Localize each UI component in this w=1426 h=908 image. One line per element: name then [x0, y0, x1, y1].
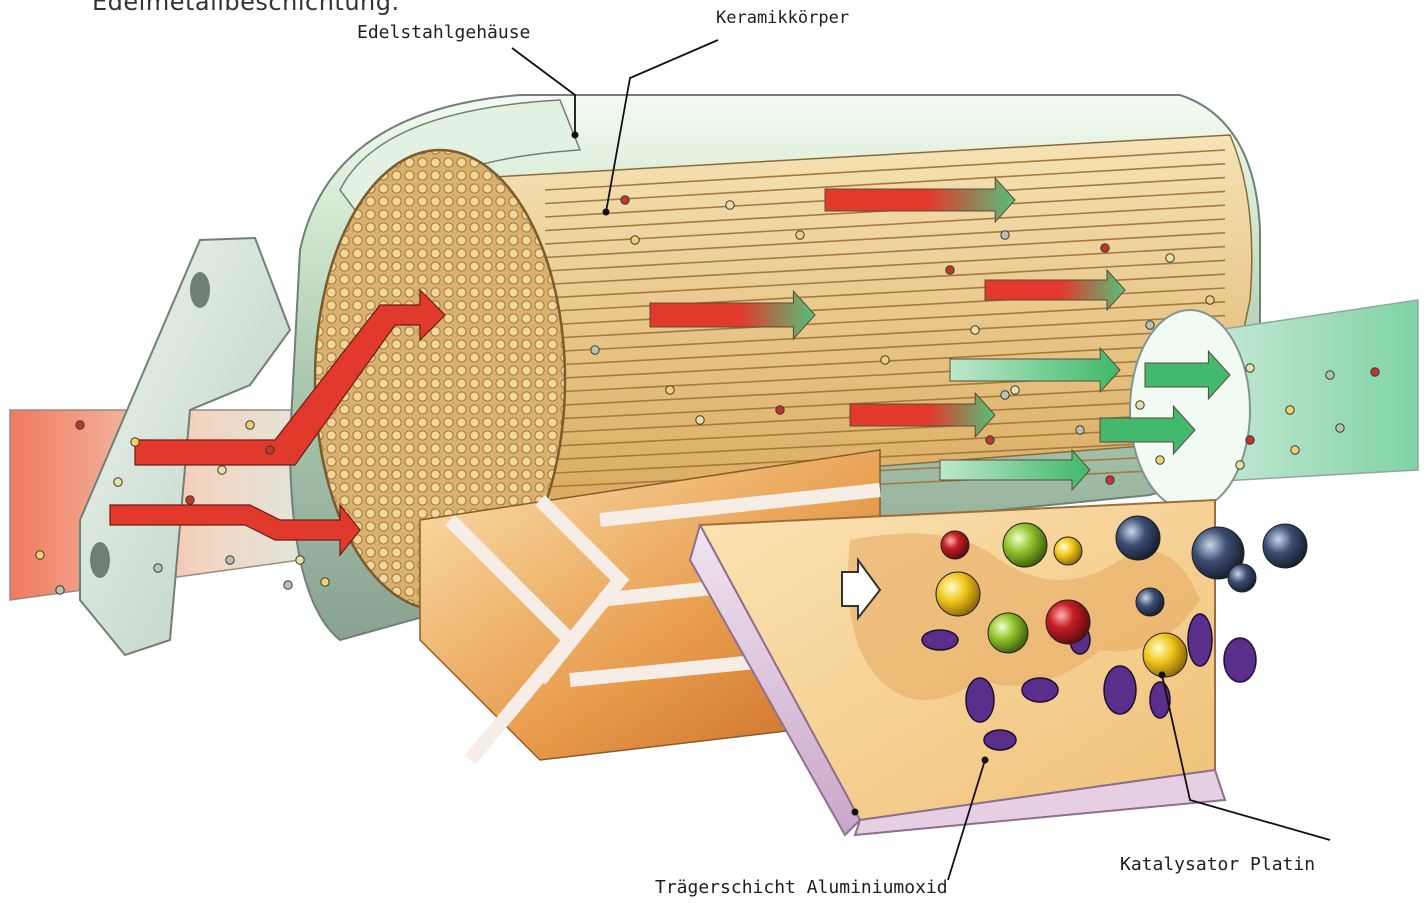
gas-molecule [1236, 461, 1244, 469]
gas-molecule [284, 581, 292, 589]
gas-molecule [881, 356, 889, 364]
gas-molecule [1246, 364, 1254, 372]
gas-molecule [266, 446, 274, 454]
reaction-molecule [1003, 523, 1047, 567]
gas-molecule [1326, 371, 1334, 379]
reaction-molecule [1228, 564, 1256, 592]
reaction-molecule [1046, 600, 1090, 644]
platinum-particle [984, 730, 1016, 750]
gas-molecule [186, 496, 194, 504]
gas-molecule [1286, 406, 1294, 414]
reaction-molecule [1054, 537, 1082, 565]
gas-molecule [246, 421, 254, 429]
gas-molecule [1001, 391, 1009, 399]
gas-molecule [726, 201, 734, 209]
platinum-particle [966, 678, 994, 722]
label-carrier-layer: Trägerschicht Aluminiumoxid [655, 877, 948, 898]
gas-molecule [631, 236, 639, 244]
gas-molecule [36, 551, 44, 559]
gas-molecule [776, 406, 784, 414]
gas-molecule [296, 556, 304, 564]
gas-molecule [986, 436, 994, 444]
gas-molecule [621, 196, 629, 204]
gas-molecule [1106, 476, 1114, 484]
platinum-particle [1104, 666, 1136, 714]
gas-molecule [1206, 296, 1214, 304]
gas-molecule [76, 421, 84, 429]
platinum-particle [922, 630, 958, 650]
gas-molecule [1076, 426, 1084, 434]
outlet-opening [1130, 310, 1250, 510]
gas-molecule [114, 478, 122, 486]
platinum-particle [1022, 678, 1058, 702]
gas-molecule [321, 578, 329, 586]
gas-molecule [946, 266, 954, 274]
gas-molecule [131, 438, 139, 446]
reaction-molecule [936, 572, 980, 616]
gas-molecule [56, 586, 64, 594]
gas-molecule [226, 556, 234, 564]
reaction-molecule [1263, 524, 1307, 568]
gas-molecule [696, 416, 704, 424]
gas-molecule [796, 231, 804, 239]
reaction-molecule [941, 531, 969, 559]
reaction-molecule [1136, 588, 1164, 616]
label-housing: Edelstahlgehäuse [357, 22, 530, 43]
gas-molecule [1001, 231, 1009, 239]
label-ceramic-body: Keramikkörper [716, 8, 849, 28]
gas-molecule [971, 326, 979, 334]
gas-molecule [218, 466, 226, 474]
gas-molecule [666, 386, 674, 394]
gas-molecule [1166, 254, 1174, 262]
gas-molecule [1101, 244, 1109, 252]
platinum-particle [1224, 638, 1256, 682]
platinum-particle [1188, 614, 1212, 666]
gas-molecule [1156, 456, 1164, 464]
gas-molecule [1291, 446, 1299, 454]
partial-heading: Edelmetallbeschichtung. [92, 0, 400, 16]
reaction-molecule [1143, 633, 1187, 677]
gas-molecule [1146, 321, 1154, 329]
gas-molecule [1336, 424, 1344, 432]
gas-molecule [1246, 436, 1254, 444]
gas-molecule [1136, 401, 1144, 409]
label-catalyst-platinum: Katalysator Platin [1120, 854, 1315, 875]
gas-molecule [591, 346, 599, 354]
flange-bolt-hole-bottom [90, 542, 110, 578]
gas-molecule [1011, 386, 1019, 394]
gas-molecule [154, 564, 162, 572]
flange-bolt-hole-top [190, 272, 210, 308]
gas-molecule [1371, 368, 1379, 376]
reaction-molecule [1116, 516, 1160, 560]
reaction-molecule [988, 613, 1028, 653]
